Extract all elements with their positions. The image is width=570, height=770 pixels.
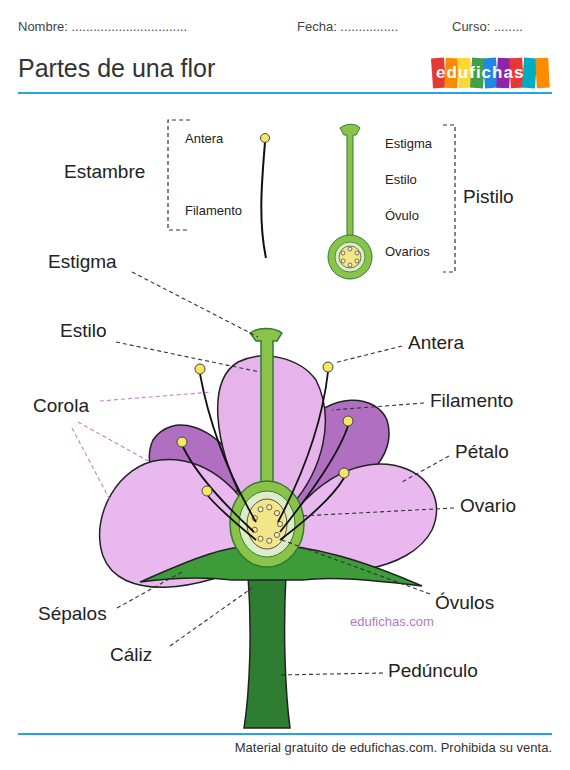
part-label: Óvulo — [385, 209, 419, 224]
stamen-filament — [261, 142, 266, 258]
part-label: Estilo — [60, 320, 106, 342]
form-field: Nombre: ................................ — [18, 20, 187, 35]
part-label: Óvulos — [435, 592, 494, 614]
leader-lines — [116, 272, 454, 675]
part-label: Antera — [185, 132, 223, 147]
part-label: Sépalos — [38, 603, 107, 625]
footer-note: Material gratuito de edufichas.com. Proh… — [235, 741, 552, 756]
anthers — [177, 362, 353, 496]
header-rule — [18, 92, 552, 94]
part-label: Cáliz — [110, 644, 152, 666]
flower — [100, 329, 437, 729]
part-label: Estambre — [64, 161, 145, 183]
part-label: Pétalo — [455, 441, 509, 463]
ovules — [252, 505, 282, 544]
stamen-anther — [261, 134, 270, 143]
part-label: Pistilo — [463, 186, 514, 208]
form-field: Fecha: ................ — [297, 20, 398, 35]
part-label: Estigma — [385, 137, 432, 152]
part-label: Filamento — [430, 390, 513, 412]
part-label: Antera — [408, 332, 464, 354]
pistil-figure — [328, 124, 372, 279]
style — [250, 329, 282, 487]
part-label: Ovario — [460, 495, 516, 517]
watermark: edufichas.com — [350, 615, 434, 630]
part-label: Estilo — [385, 173, 417, 188]
part-label: Pedúnculo — [388, 660, 478, 682]
stamens — [183, 372, 348, 540]
logo-tiles — [431, 58, 550, 89]
corola-leaders — [72, 392, 212, 500]
form-field: Curso: ........ — [452, 20, 523, 35]
pistil-bracket — [443, 125, 455, 272]
part-label: Ovarios — [385, 245, 430, 260]
logo-text: edufichas — [436, 63, 524, 83]
part-label: Filamento — [185, 204, 242, 219]
footer-rule — [18, 733, 552, 735]
peduncle — [244, 575, 290, 728]
page-title: Partes de una flor — [18, 54, 215, 83]
part-label: Corola — [33, 395, 89, 417]
part-label: Estigma — [48, 251, 117, 273]
